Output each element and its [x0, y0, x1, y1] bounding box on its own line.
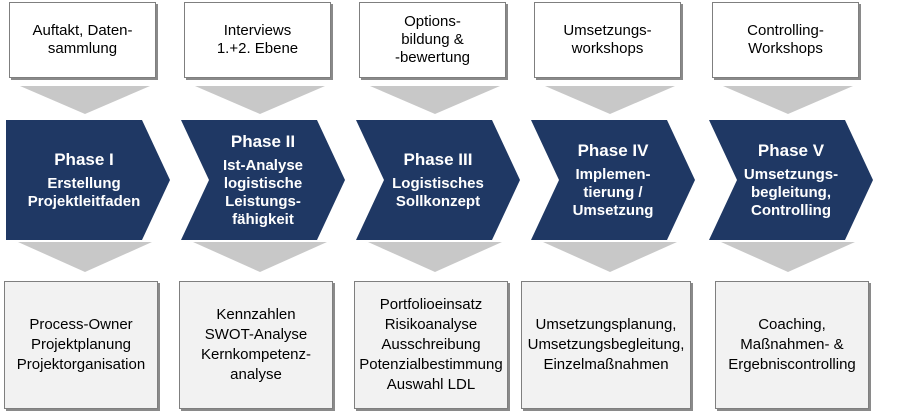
- phase-3-down-arrow-top: [370, 86, 500, 114]
- phase-4-result-item: Umsetzungsbegleitung,: [527, 336, 685, 353]
- phase-1-down-arrow-top: [20, 86, 150, 114]
- phase-3-title: Phase III: [403, 150, 473, 169]
- phase-5-description: Umsetzungs- begleitung, Controlling: [743, 166, 839, 219]
- phase-3-description: Logistisches Sollkonzept: [392, 175, 484, 210]
- phase-2-down-arrow-bottom: [193, 242, 327, 272]
- phase-column-4: Umsetzungs- workshops Phase IV Implemen-…: [521, 0, 695, 415]
- phase-5-result-item: Maßnahmen- & Ergebniscontrolling: [728, 336, 856, 373]
- phase-5-title: Phase V: [757, 141, 825, 160]
- phase-2-result-item: Kernkompetenz- analyse: [200, 346, 312, 383]
- phase-1-label: Phase I Erstellung Projektleitfaden: [14, 120, 154, 240]
- phase-2-label: Phase II Ist-Analyse logistische Leistun…: [201, 120, 325, 240]
- phase-5-activity-box: Controlling- Workshops: [712, 2, 859, 78]
- phase-2-activity-box: Interviews 1.+2. Ebene: [184, 2, 331, 78]
- phase-4-label: Phase IV Implemen- tierung / Umsetzung: [551, 120, 675, 240]
- phase-4-chevron: [531, 120, 695, 240]
- phase-3-result-item: Ausschreibung: [381, 336, 481, 353]
- phase-5-chevron: [709, 120, 873, 240]
- phase-5-result-item: Coaching,: [758, 316, 826, 333]
- phase-column-5: Controlling- Workshops Phase V Umsetzung…: [703, 0, 873, 415]
- phase-2-result-item: SWOT-Analyse: [204, 326, 308, 343]
- phase-2-chevron: [181, 120, 345, 240]
- phase-1-activity-box: Auftakt, Daten- sammlung: [9, 2, 156, 78]
- phase-1-chevron: [6, 120, 170, 240]
- phase-5-down-arrow-bottom: [721, 242, 855, 272]
- phase-3-chevron: [356, 120, 520, 240]
- phase-3-results-box: Portfolioeinsatz Risikoanalyse Ausschrei…: [354, 281, 508, 409]
- phase-4-activity-box: Umsetzungs- workshops: [534, 2, 681, 78]
- phase-3-result-item: Potenzialbestimmung: [359, 356, 503, 373]
- phase-column-1: Auftakt, Daten- sammlung Phase I Erstell…: [0, 0, 170, 415]
- phase-4-description: Implemen- tierung / Umsetzung: [572, 166, 654, 219]
- phase-column-2: Interviews 1.+2. Ebene Phase II Ist-Anal…: [175, 0, 345, 415]
- phase-3-result-item: Auswahl LDL: [386, 376, 476, 393]
- phase-2-description: Ist-Analyse logistische Leistungs- fähig…: [222, 157, 304, 228]
- phase-3-down-arrow-bottom: [368, 242, 502, 272]
- phase-1-down-arrow-bottom: [18, 242, 152, 272]
- phase-3-result-item: Portfolioeinsatz: [379, 296, 483, 313]
- phase-3-label: Phase III Logistisches Sollkonzept: [376, 120, 500, 240]
- phase-1-title: Phase I: [54, 150, 114, 169]
- phase-2-title: Phase II: [230, 132, 296, 151]
- phase-4-down-arrow-top: [545, 86, 675, 114]
- phase-5-results-box: Coaching, Maßnahmen- & Ergebniscontrolli…: [715, 281, 869, 409]
- phase-4-title: Phase IV: [577, 141, 649, 160]
- phase-1-result-item: Projektorganisation: [16, 356, 146, 373]
- phase-1-result-item: Projektplanung: [30, 336, 132, 353]
- phase-5-down-arrow-top: [723, 86, 853, 114]
- phase-1-results-box: Process-Owner Projektplanung Projektorga…: [4, 281, 158, 409]
- phase-4-result-item: Einzelmaßnahmen: [543, 356, 669, 373]
- phase-2-down-arrow-top: [195, 86, 325, 114]
- phase-2-result-item: Kennzahlen: [216, 306, 296, 323]
- phase-1-description: Erstellung Projektleitfaden: [27, 175, 141, 210]
- phase-2-results-box: Kennzahlen SWOT-Analyse Kernkompetenz- a…: [179, 281, 333, 409]
- phase-4-results-box: Umsetzungsplanung, Umsetzungsbegleitung,…: [521, 281, 691, 409]
- phase-3-activity-box: Options- bildung & -bewertung: [359, 2, 506, 78]
- phase-5-label: Phase V Umsetzungs- begleitung, Controll…: [729, 120, 853, 240]
- phase-1-result-item: Process-Owner: [29, 316, 133, 333]
- phase-4-result-item: Umsetzungsplanung,: [535, 316, 677, 333]
- phase-4-down-arrow-bottom: [543, 242, 677, 272]
- phase-3-result-item: Risikoanalyse: [384, 316, 478, 333]
- phase-column-3: Options- bildung & -bewertung Phase III …: [350, 0, 520, 415]
